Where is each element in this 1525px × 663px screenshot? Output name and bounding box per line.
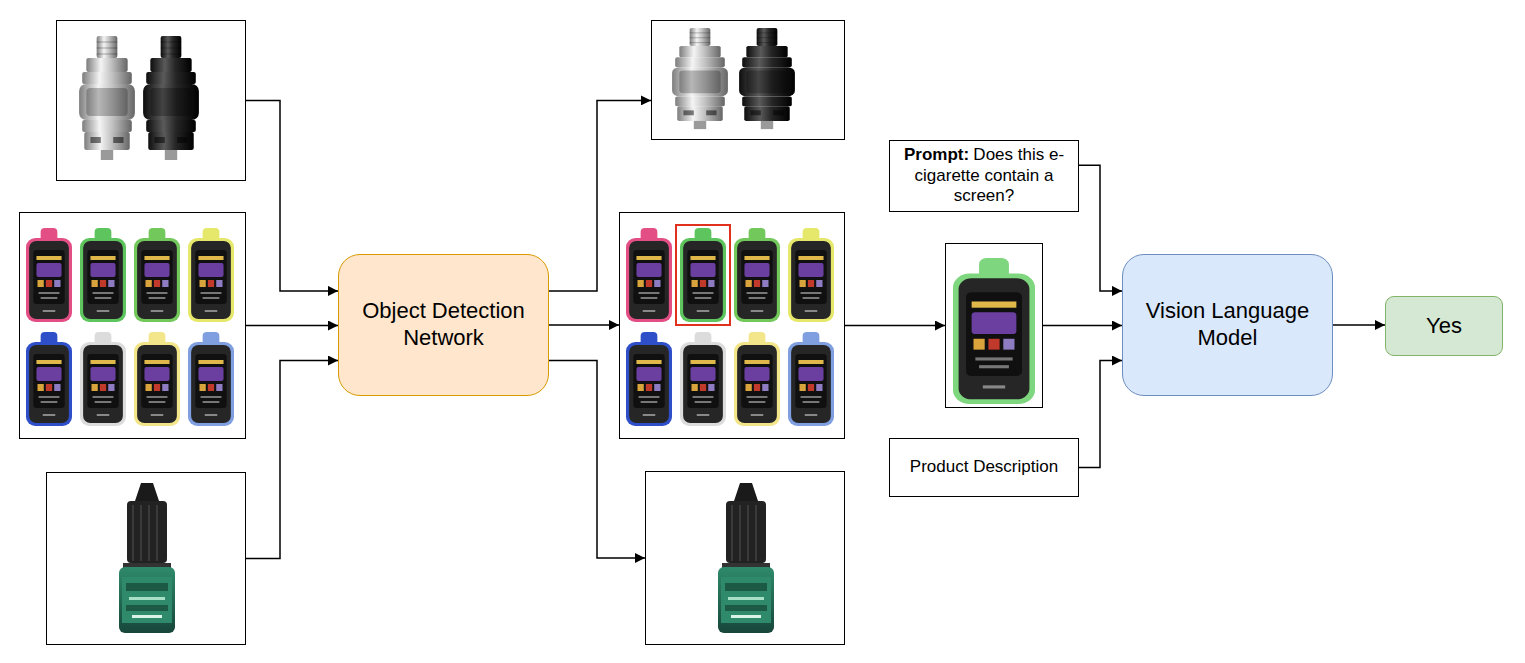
node-label: Product Description xyxy=(910,457,1058,476)
node-label: Vision Language Model xyxy=(1146,298,1310,350)
image-frame xyxy=(19,212,246,439)
node-label: Object Detection Network xyxy=(362,298,525,350)
bottle-illustration xyxy=(718,483,774,633)
process-box: Object Detection Network xyxy=(338,254,549,396)
connector-arrow xyxy=(246,101,338,291)
node-label: Yes xyxy=(1426,313,1462,338)
image-frame xyxy=(645,471,845,645)
image-frame xyxy=(619,212,845,439)
output-box: Yes xyxy=(1385,296,1503,356)
model-box: Vision Language Model xyxy=(1122,254,1333,396)
image-frame xyxy=(945,243,1043,408)
image-frame xyxy=(651,20,845,140)
connector-arrow xyxy=(549,324,619,326)
connector-arrow xyxy=(246,361,338,559)
connector-arrow xyxy=(246,325,338,327)
node-label: Prompt: xyxy=(904,145,969,164)
connector-arrow xyxy=(549,361,645,559)
connector-arrow xyxy=(1043,325,1122,327)
connector-arrow xyxy=(1079,165,1122,291)
cropped-vape-illustration xyxy=(953,258,1035,404)
connector-arrow xyxy=(845,325,945,327)
image-frame xyxy=(46,472,246,645)
input-box: Product Description xyxy=(889,438,1079,497)
bottle-illustration xyxy=(119,483,175,633)
image-frame xyxy=(56,20,246,181)
connector-arrow xyxy=(549,100,651,291)
connector-arrow xyxy=(1079,361,1122,468)
vape-grid-illustration xyxy=(26,228,234,426)
detection-highlight xyxy=(676,225,730,325)
connector-arrow xyxy=(1333,324,1385,326)
tank-illustration xyxy=(79,36,199,160)
prompt-box: Prompt:Does this e-cigarette contain a s… xyxy=(889,140,1079,212)
tank-illustration xyxy=(672,28,795,129)
